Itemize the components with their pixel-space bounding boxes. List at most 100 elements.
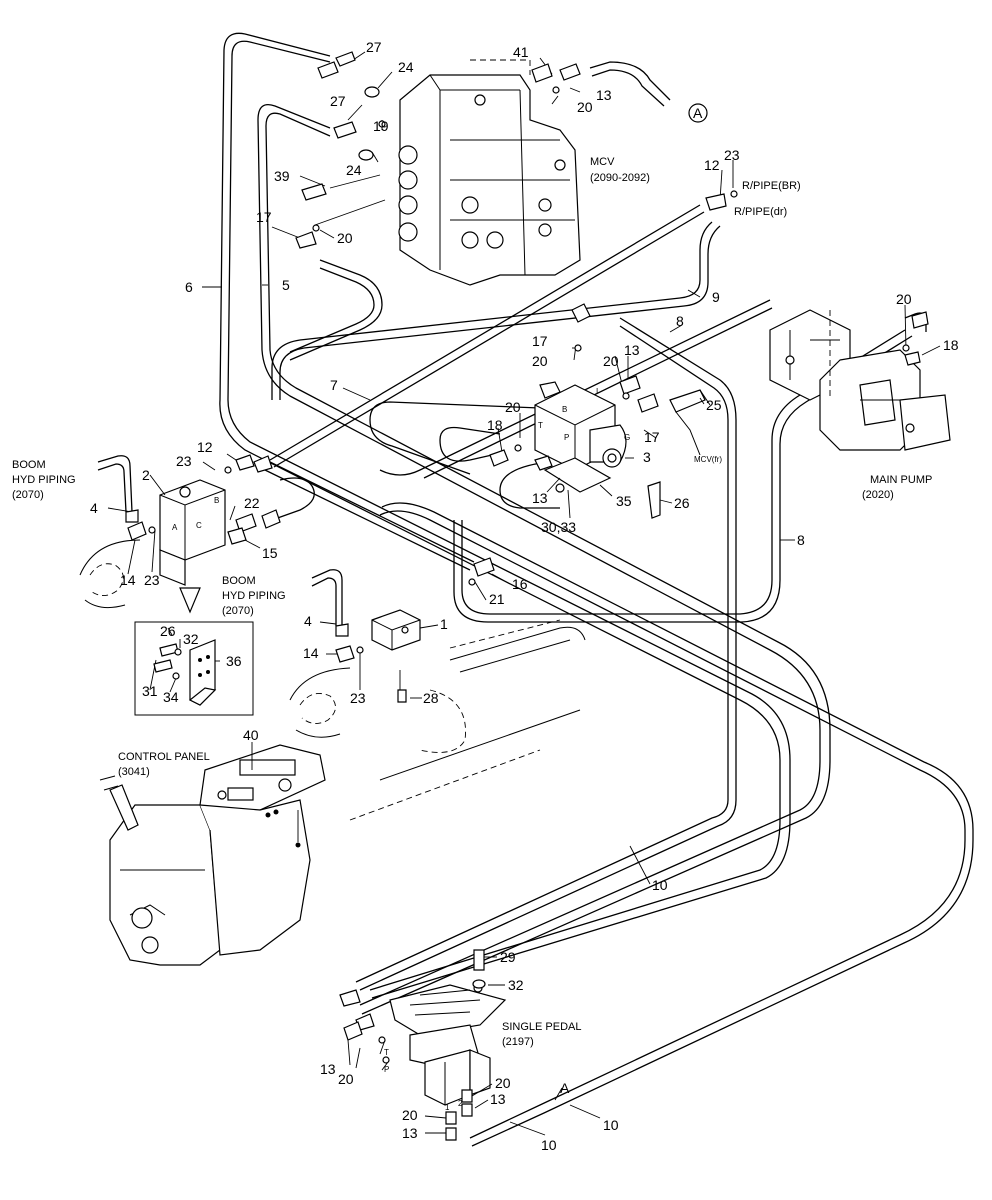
callout-26-a: 26 bbox=[674, 495, 690, 511]
callout-20-g: 20 bbox=[338, 1071, 354, 1087]
mcv-valve bbox=[398, 59, 581, 286]
port-g: G bbox=[624, 433, 630, 442]
callout-8-b: 8 bbox=[797, 532, 805, 548]
sensor-25 bbox=[669, 389, 711, 456]
boom-hyd-2-ref: (2070) bbox=[222, 605, 254, 617]
block-2 bbox=[159, 479, 226, 586]
detail-arrow bbox=[179, 587, 201, 614]
callout-13-f: 13 bbox=[402, 1125, 418, 1141]
callout-7: 7 bbox=[330, 377, 338, 393]
pipe-10-lower-b bbox=[381, 502, 974, 1147]
callout-17-a: 17 bbox=[256, 209, 272, 225]
callout-24-a: 24 bbox=[398, 59, 414, 75]
callout-20-i: 20 bbox=[402, 1107, 418, 1123]
boom-pipe-2-b bbox=[311, 577, 337, 626]
boom-hyd-1-ref: (2070) bbox=[12, 489, 44, 501]
circle-a-text: A bbox=[693, 105, 703, 121]
callout-8-a: 8 bbox=[676, 313, 684, 329]
callout-36: 36 bbox=[226, 653, 242, 669]
pipe-8 bbox=[379, 299, 771, 476]
pipe-10 bbox=[359, 317, 737, 991]
main-pump-title: MAIN PUMP bbox=[870, 474, 932, 486]
callout-21: 21 bbox=[489, 591, 505, 607]
control-panel bbox=[99, 744, 326, 966]
callout-2: 2 bbox=[142, 467, 150, 483]
callout-40: 40 bbox=[243, 727, 259, 743]
callout-4-b: 4 bbox=[304, 613, 312, 629]
single-pedal bbox=[389, 983, 507, 1106]
callout-20-d: 20 bbox=[532, 353, 548, 369]
main-pump bbox=[769, 309, 951, 451]
pipe-mcv-left bbox=[289, 259, 383, 361]
callout-17-b: 17 bbox=[532, 333, 548, 349]
pipe-8-b bbox=[423, 307, 773, 479]
rpipe-dr-label: R/PIPE(dr) bbox=[734, 206, 787, 218]
leader-lines bbox=[107, 51, 941, 1136]
callout-6: 6 bbox=[185, 279, 193, 295]
callout-28: 28 bbox=[423, 690, 439, 706]
port-b-small: B bbox=[214, 496, 219, 505]
pipe-10-b bbox=[355, 325, 729, 983]
callout-20-e: 20 bbox=[603, 353, 619, 369]
callout-16: 16 bbox=[512, 576, 528, 592]
callout-39: 39 bbox=[274, 168, 290, 184]
port-p: P bbox=[564, 433, 569, 442]
callout-31: 31 bbox=[142, 683, 158, 699]
callout-4-a: 4 bbox=[90, 500, 98, 516]
callout-14-a: 14 bbox=[120, 572, 136, 588]
pipe-10-lower bbox=[379, 510, 966, 1139]
boom-hyd-1-line1: BOOM bbox=[12, 459, 46, 471]
pipe-16 bbox=[264, 469, 471, 571]
callout-32-b: 32 bbox=[508, 977, 524, 993]
callout-12-b: 12 bbox=[197, 439, 213, 455]
callout-15: 15 bbox=[262, 545, 278, 561]
control-panel-title: CONTROL PANEL bbox=[118, 751, 210, 763]
callout-27-a: 27 bbox=[366, 39, 382, 55]
boom-outline-2 bbox=[299, 693, 336, 724]
callout-20-h: 20 bbox=[495, 1075, 511, 1091]
callout-13-c: 13 bbox=[532, 490, 548, 506]
pipe-block2-right bbox=[271, 477, 315, 521]
circle-a-marker bbox=[688, 103, 708, 123]
pipe-5-b bbox=[265, 112, 831, 1015]
callout-14-b: 14 bbox=[303, 645, 319, 661]
pedal-port-1: 1 bbox=[445, 1103, 450, 1112]
mcv-title: MCV bbox=[590, 156, 615, 168]
callout-9: 9 bbox=[712, 289, 720, 305]
callout-30-33: 30,33 bbox=[541, 519, 576, 535]
pipe-to-a bbox=[589, 61, 671, 101]
callout-20-a: 20 bbox=[577, 99, 593, 115]
pipe-mcv-left-b bbox=[289, 267, 375, 353]
pipe-16-b bbox=[269, 461, 475, 563]
pedal-port-p: P bbox=[384, 1065, 389, 1074]
boom-hyd-2-line2: HYD PIPING bbox=[222, 590, 286, 602]
callout-10-c: 10 bbox=[541, 1137, 557, 1153]
callout-18-a: 18 bbox=[943, 337, 959, 353]
callout-13-e: 13 bbox=[490, 1091, 506, 1107]
single-pedal-title: SINGLE PEDAL bbox=[502, 1021, 581, 1033]
pipe-9-b bbox=[279, 225, 721, 400]
callout-1: 1 bbox=[440, 616, 448, 632]
callout-18-b: 18 bbox=[487, 417, 503, 433]
pipe-5 bbox=[257, 103, 821, 1006]
callout-5: 5 bbox=[282, 277, 290, 293]
callout-20-b: 20 bbox=[337, 230, 353, 246]
callout-23-a: 23 bbox=[724, 147, 740, 163]
pipe-8-right bbox=[461, 329, 906, 615]
boom-hyd-1-line2: HYD PIPING bbox=[12, 474, 76, 486]
callout-29: 29 bbox=[500, 949, 516, 965]
rpipe-br-label: R/PIPE(BR) bbox=[742, 180, 801, 192]
callout-23-c: 23 bbox=[144, 572, 160, 588]
pedal-port-t: T bbox=[384, 1048, 389, 1057]
port-b: B bbox=[562, 405, 567, 414]
port-t: T bbox=[538, 421, 543, 430]
callout-34: 34 bbox=[163, 689, 179, 705]
part-1 bbox=[371, 609, 421, 651]
callout-27-b: 27 bbox=[330, 93, 346, 109]
pipe-valve-left bbox=[369, 401, 541, 475]
pipe-to-a-b bbox=[591, 69, 665, 107]
callout-25: 25 bbox=[706, 397, 722, 413]
boom-hyd-2-line1: BOOM bbox=[222, 575, 256, 587]
